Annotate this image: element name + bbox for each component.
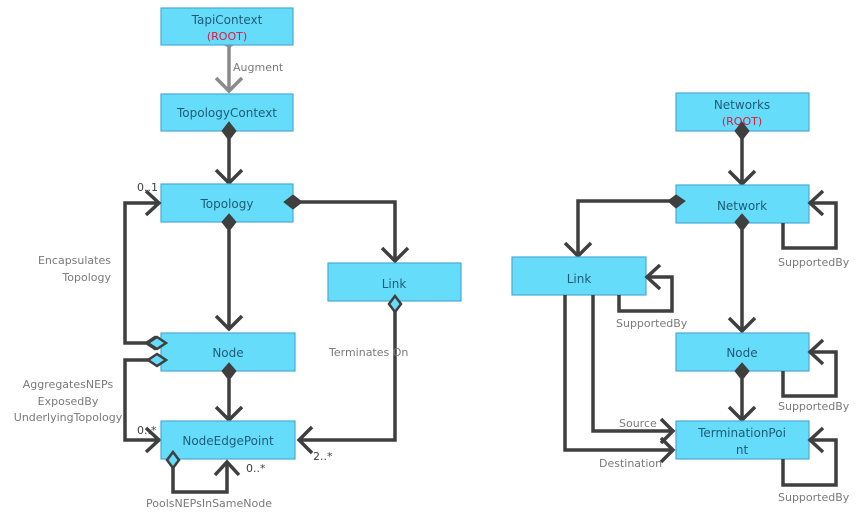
ietf-link-label: Link xyxy=(567,272,592,286)
aggregates-label-line3: UnderlyingTopology xyxy=(14,411,123,424)
composition-diamond-icon xyxy=(221,362,237,381)
network-to-node-connector xyxy=(727,213,757,334)
aggregation-diamond-icon xyxy=(145,352,169,368)
link-source-connector xyxy=(591,295,676,445)
networks-to-network-connector xyxy=(727,121,757,187)
composition-diamond-icon xyxy=(221,121,237,141)
source-label: Source xyxy=(619,417,657,430)
topology-label: Topology xyxy=(200,197,254,211)
network-to-link-connector xyxy=(563,194,686,259)
network-supported-by-connector xyxy=(781,189,838,250)
termination-point-label-line2: nt xyxy=(736,443,749,457)
topology-context-label: TopologyContext xyxy=(176,106,277,120)
tp-supported-by-connector xyxy=(781,426,838,487)
tapi-link-label: Link xyxy=(382,277,407,291)
aggregates-neps-connector xyxy=(123,352,169,454)
composition-diamond-icon xyxy=(283,194,303,210)
nep-terminates-multiplicity: 2..* xyxy=(313,450,333,463)
link-terminates-on-connector xyxy=(296,293,403,455)
encapsulates-label-line1: Encapsulates xyxy=(38,254,111,267)
termination-point-box[interactable]: TerminationPoi nt xyxy=(675,420,810,460)
topology-multiplicity: 0..1 xyxy=(137,181,158,194)
link-destination-connector xyxy=(563,295,676,464)
networks-label: Networks xyxy=(714,98,770,112)
tapi-node-label: Node xyxy=(212,346,243,360)
node-edge-point-box[interactable]: NodeEdgePoint xyxy=(160,420,296,460)
pools-neps-connector xyxy=(165,449,241,494)
tapi-node-box[interactable]: Node xyxy=(160,332,296,372)
tapi-context-label: TapiContext xyxy=(191,13,263,27)
termination-point-label-line1: TerminationPoi xyxy=(697,426,786,440)
node-supported-by-label: SupportedBy xyxy=(778,400,850,413)
ietf-node-label: Node xyxy=(726,346,757,360)
link-supported-by-label: SupportedBy xyxy=(616,317,688,330)
tp-supported-by-label: SupportedBy xyxy=(778,491,850,504)
composition-diamond-icon xyxy=(734,213,750,232)
composition-diamond-icon xyxy=(734,362,750,381)
topology-to-link-connector xyxy=(283,194,410,264)
aggregation-diamond-icon xyxy=(145,335,169,351)
ietf-link-box[interactable]: Link xyxy=(511,256,647,296)
encapsulates-label-line2: Topology xyxy=(61,271,111,284)
destination-label: Destination xyxy=(599,457,662,470)
topology-to-node-connector xyxy=(214,213,244,332)
nep-aggregates-multiplicity: 0..* xyxy=(137,424,157,437)
network-supported-by-label: SupportedBy xyxy=(778,256,850,269)
tapi-context-box[interactable]: TapiContext (ROOT) xyxy=(160,7,294,46)
terminates-on-label: Terminates On xyxy=(328,346,408,359)
aggregates-label-line2: ExposedBy xyxy=(38,395,99,408)
augment-label: Augment xyxy=(233,61,284,74)
pools-label: PoolsNEPsInSameNode xyxy=(146,497,272,510)
node-supported-by-connector xyxy=(781,338,838,398)
nep-pools-multiplicity: 0..* xyxy=(246,462,266,475)
composition-diamond-icon xyxy=(667,194,686,209)
node-to-tp-connector xyxy=(727,362,757,423)
aggregates-label-line1: AggregatesNEPs xyxy=(23,378,114,391)
composition-diamond-icon xyxy=(734,121,750,141)
node-to-nep-connector xyxy=(214,362,244,423)
tapi-context-root-tag: (ROOT) xyxy=(207,30,247,43)
topology-context-to-topology-connector xyxy=(214,121,244,186)
network-label: Network xyxy=(717,199,767,213)
aggregation-diamond-icon xyxy=(387,293,403,315)
link-supported-by-connector xyxy=(617,263,674,313)
node-edge-point-label: NodeEdgePoint xyxy=(182,434,274,448)
encapsulates-topology-connector xyxy=(123,189,167,351)
aggregation-diamond-icon xyxy=(165,449,181,471)
composition-diamond-icon xyxy=(221,213,237,232)
